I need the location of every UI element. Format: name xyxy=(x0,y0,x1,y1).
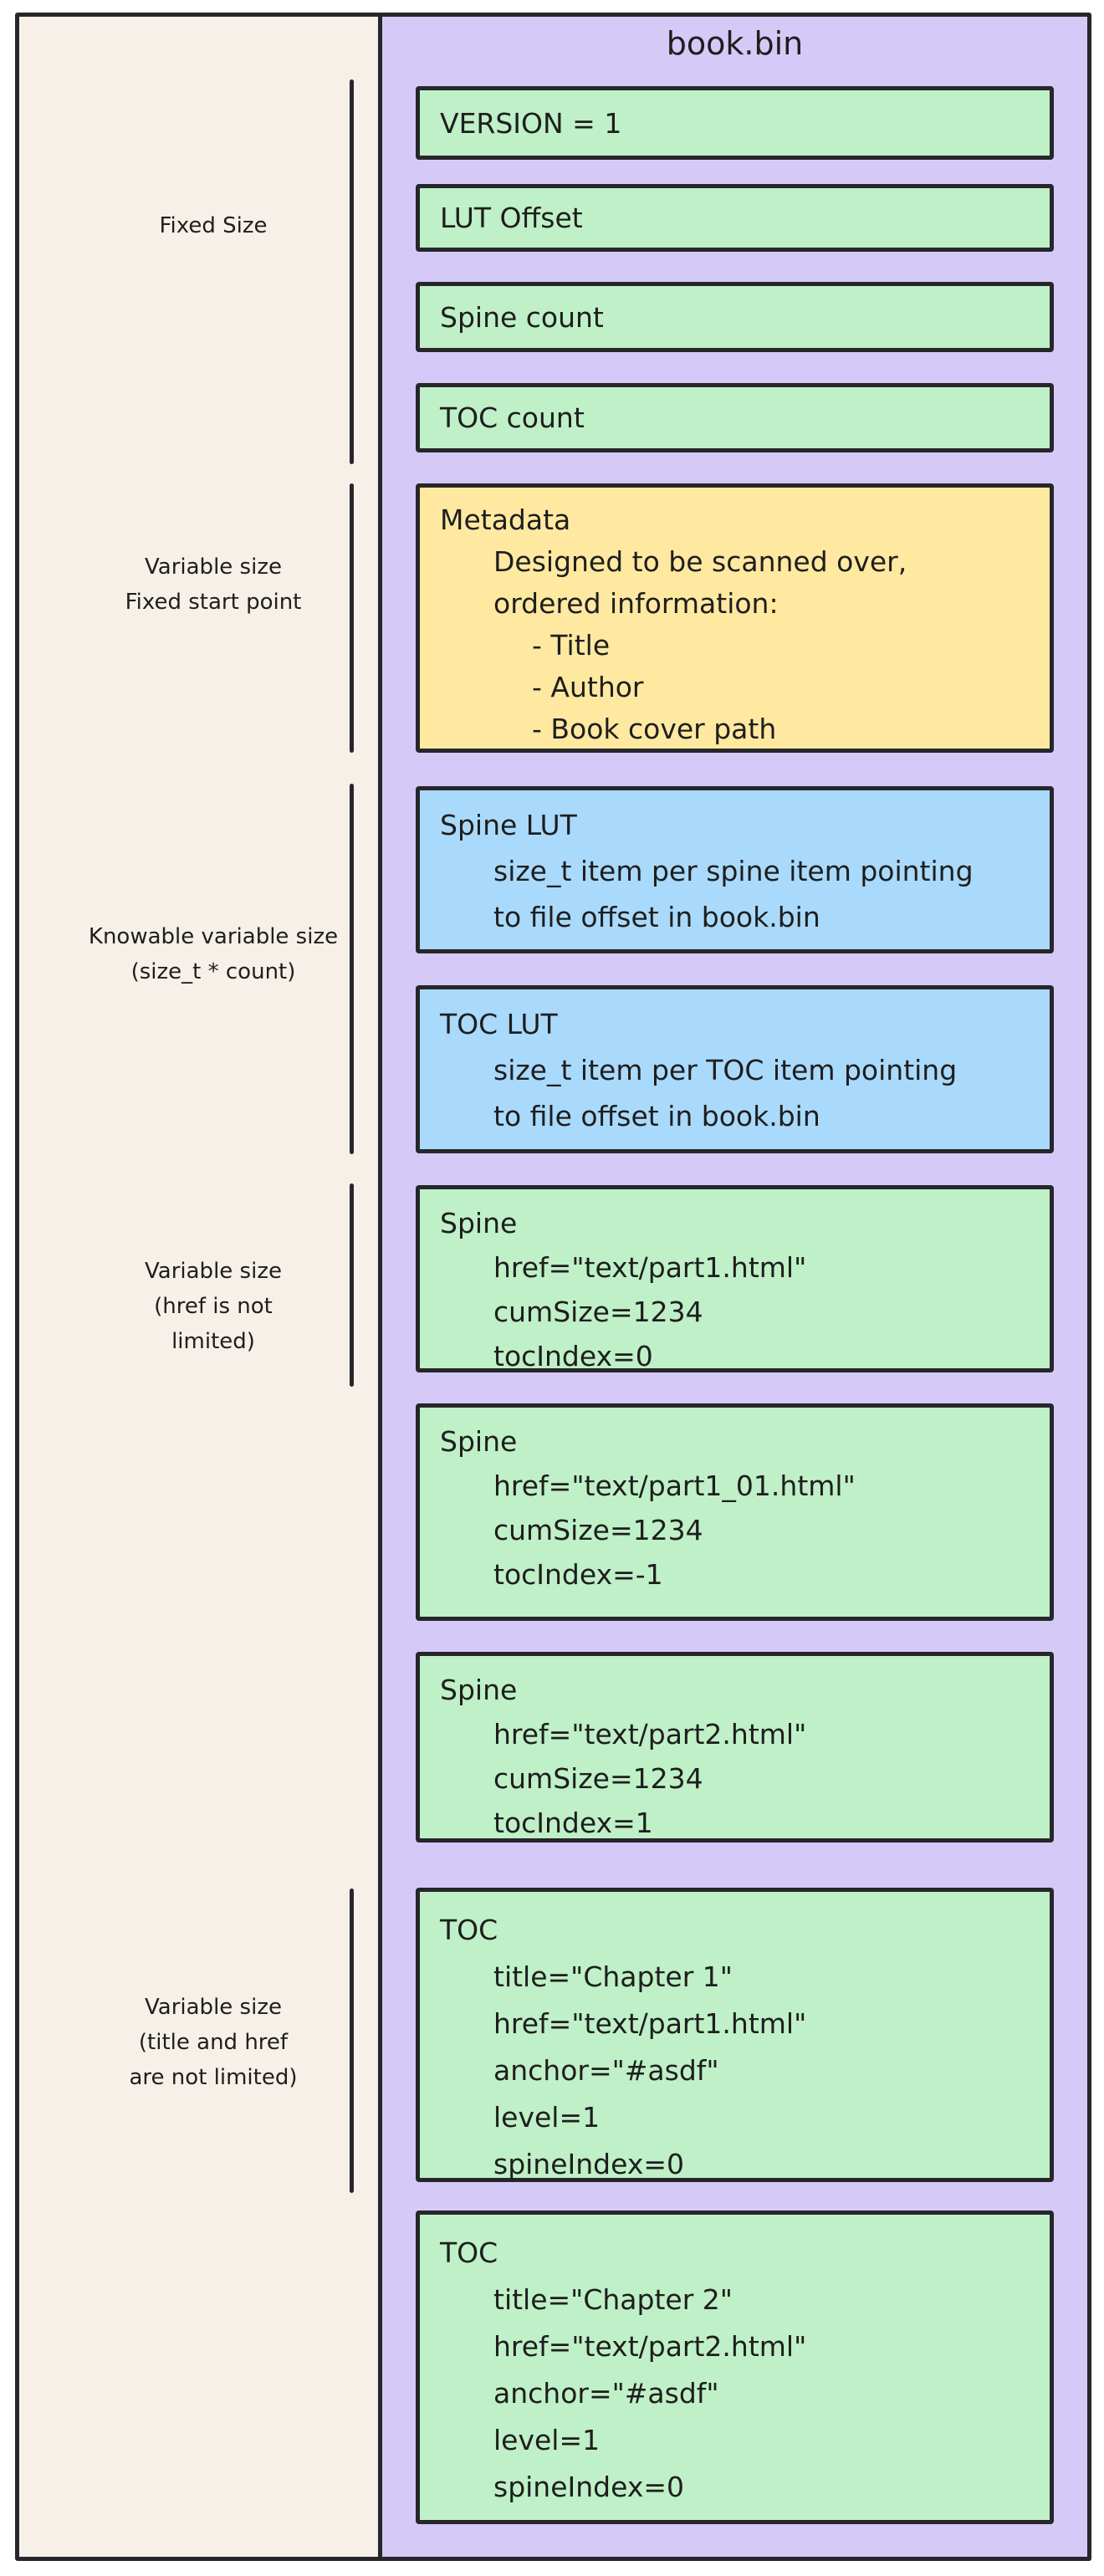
field-text: Spine xyxy=(440,1674,518,1706)
field-text: to file offset in book.bin xyxy=(493,901,820,933)
field-text: anchor="#asdf" xyxy=(493,2054,719,2087)
field-text: Designed to be scanned over, xyxy=(493,545,907,578)
field-text: TOC xyxy=(440,2236,498,2269)
bracket-knowable-variable xyxy=(350,784,354,1154)
field-box-spine-1: Spine href="text/part1.html" cumSize=123… xyxy=(416,1185,1054,1372)
field-text: cumSize=1234 xyxy=(493,1296,703,1328)
field-text: TOC xyxy=(440,1914,498,1946)
field-text: Spine xyxy=(440,1207,518,1239)
field-box-spine-2: Spine href="text/part1_01.html" cumSize=… xyxy=(416,1403,1054,1621)
field-box-toc-count: TOC count xyxy=(416,383,1054,452)
field-text: title="Chapter 1" xyxy=(493,1960,733,1993)
section-label-line: Variable size xyxy=(145,555,282,580)
page-title: book.bin xyxy=(666,25,804,62)
field-text: size_t item per TOC item pointing xyxy=(493,1054,958,1086)
field-text: tocIndex=1 xyxy=(493,1807,653,1839)
field-text: - Author xyxy=(532,671,644,703)
section-label-variable-href: Variable size (href is not limited) xyxy=(46,1254,381,1359)
field-text: href="text/part1.html" xyxy=(493,1251,807,1284)
section-label-line: Fixed Size xyxy=(159,213,268,238)
field-text: to file offset in book.bin xyxy=(493,1100,820,1132)
field-box-toc-1: TOC title="Chapter 1" href="text/part1.h… xyxy=(416,1888,1054,2182)
field-text: level=1 xyxy=(493,2101,601,2134)
section-label-line: Knowable variable size xyxy=(88,924,339,949)
field-text: spineIndex=0 xyxy=(493,2471,685,2503)
field-text: tocIndex=0 xyxy=(493,1340,653,1372)
field-text: TOC count xyxy=(440,401,585,434)
section-label-line: Variable size xyxy=(145,1995,282,2020)
field-text: Metadata xyxy=(440,503,571,536)
bracket-variable-title-href xyxy=(350,1889,354,2193)
field-box-metadata: Metadata Designed to be scanned over, or… xyxy=(416,483,1054,753)
field-text: - Title xyxy=(532,629,611,662)
field-text: TOC LUT xyxy=(440,1008,558,1040)
bracket-fixed-size xyxy=(350,79,354,464)
field-box-spine-3: Spine href="text/part2.html" cumSize=123… xyxy=(416,1652,1054,1843)
section-label-line: Variable size xyxy=(145,1259,282,1284)
field-text: href="text/part2.html" xyxy=(493,2330,807,2363)
field-text: href="text/part2.html" xyxy=(493,1718,807,1751)
field-text: VERSION = 1 xyxy=(440,106,622,140)
field-box-toc-2: TOC title="Chapter 2" href="text/part2.h… xyxy=(416,2211,1054,2524)
field-text: cumSize=1234 xyxy=(493,1762,703,1795)
section-label-fixed-size: Fixed Size xyxy=(46,208,381,243)
field-text: tocIndex=-1 xyxy=(493,1558,663,1591)
field-text: Spine xyxy=(440,1425,518,1458)
field-text: level=1 xyxy=(493,2424,601,2456)
field-text: ordered information: xyxy=(493,587,779,620)
section-label-variable-title-href: Variable size (title and href are not li… xyxy=(46,1990,381,2095)
field-text: spineIndex=0 xyxy=(493,2148,685,2180)
section-label-knowable-variable: Knowable variable size (size_t * count) xyxy=(46,919,381,989)
field-box-spine-count: Spine count xyxy=(416,282,1054,352)
field-box-version: VERSION = 1 xyxy=(416,86,1054,160)
field-text: - Book cover path xyxy=(532,713,777,745)
field-box-toc-lut: TOC LUT size_t item per TOC item pointin… xyxy=(416,985,1054,1153)
section-label-line: (href is not xyxy=(154,1294,273,1319)
section-label-line: are not limited) xyxy=(129,2065,298,2090)
bracket-variable-href xyxy=(350,1183,354,1387)
field-text: title="Chapter 2" xyxy=(493,2283,733,2316)
section-label-line: (title and href xyxy=(138,2030,289,2055)
bracket-variable-fixed-start xyxy=(350,483,354,753)
field-text: anchor="#asdf" xyxy=(493,2377,719,2410)
section-label-variable-fixed-start: Variable size Fixed start point xyxy=(46,549,381,620)
section-label-line: (size_t * count) xyxy=(130,959,296,984)
field-text: href="text/part1_01.html" xyxy=(493,1469,856,1502)
section-label-line: Fixed start point xyxy=(125,590,302,615)
field-box-spine-lut: Spine LUT size_t item per spine item poi… xyxy=(416,786,1054,953)
section-label-line: limited) xyxy=(171,1329,255,1354)
field-text: href="text/part1.html" xyxy=(493,2007,807,2040)
field-box-lut-offset: LUT Offset xyxy=(416,184,1054,252)
field-text: LUT Offset xyxy=(440,202,583,234)
field-text: cumSize=1234 xyxy=(493,1514,703,1546)
field-text: Spine LUT xyxy=(440,809,577,841)
field-text: Spine count xyxy=(440,300,604,334)
field-text: size_t item per spine item pointing xyxy=(493,855,974,887)
